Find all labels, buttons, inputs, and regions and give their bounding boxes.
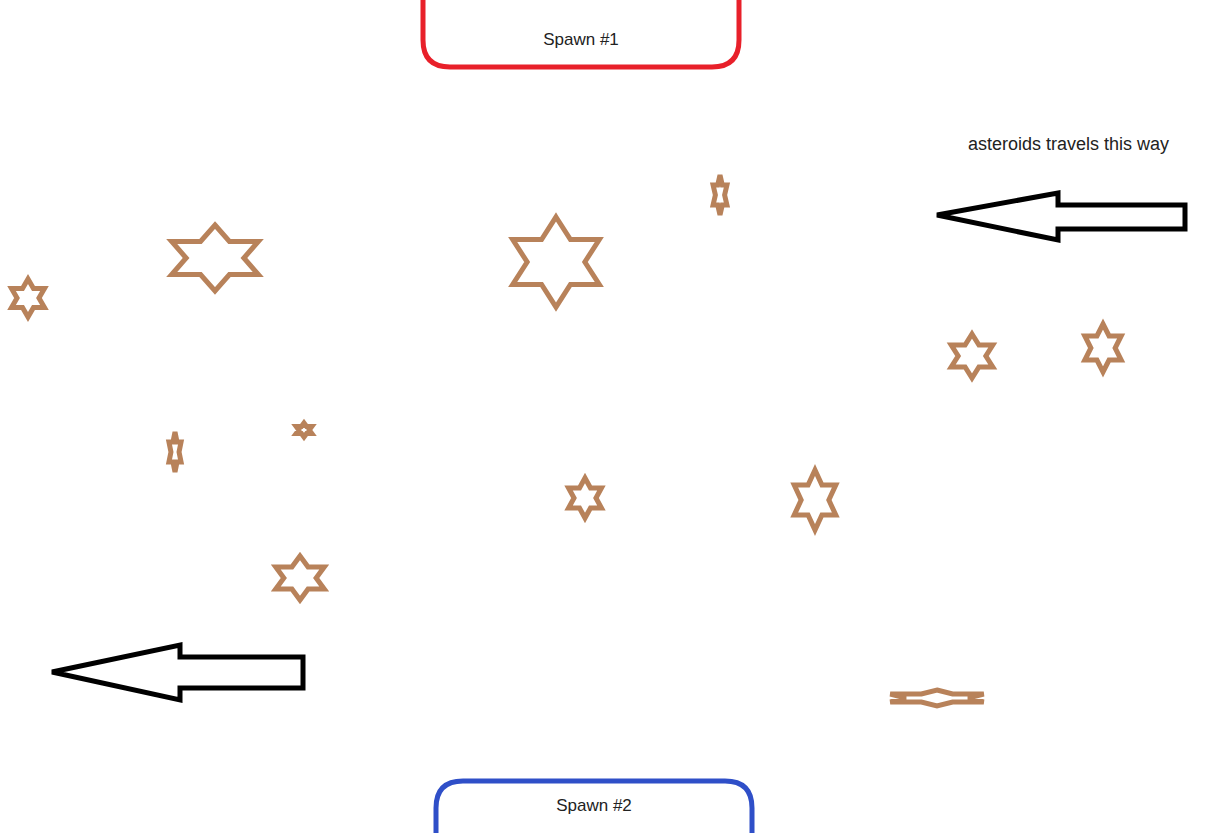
asteroid: [276, 556, 324, 600]
direction-note: asteroids travels this way: [968, 132, 1208, 157]
spawn-label: Spawn #1: [543, 30, 619, 50]
asteroid: [890, 690, 984, 706]
spawn-label: Spawn #2: [556, 796, 632, 816]
asteroid: [951, 334, 993, 378]
asteroid: [12, 279, 45, 317]
spawn-border: [436, 781, 752, 833]
spawn-zone: Spawn #1: [420, 0, 742, 70]
asteroid: [1085, 324, 1121, 372]
direction-arrow: [52, 645, 303, 700]
asteroid: [172, 225, 259, 291]
asteroid: [513, 217, 600, 307]
asteroid: [713, 175, 727, 215]
asteroid: [296, 423, 312, 437]
asteroid: [169, 432, 181, 472]
spawn-border: [423, 0, 739, 67]
direction-arrow: [937, 193, 1185, 240]
spawn-zone: Spawn #2: [433, 778, 755, 833]
asteroid: [794, 470, 836, 530]
asteroid: [569, 478, 602, 518]
